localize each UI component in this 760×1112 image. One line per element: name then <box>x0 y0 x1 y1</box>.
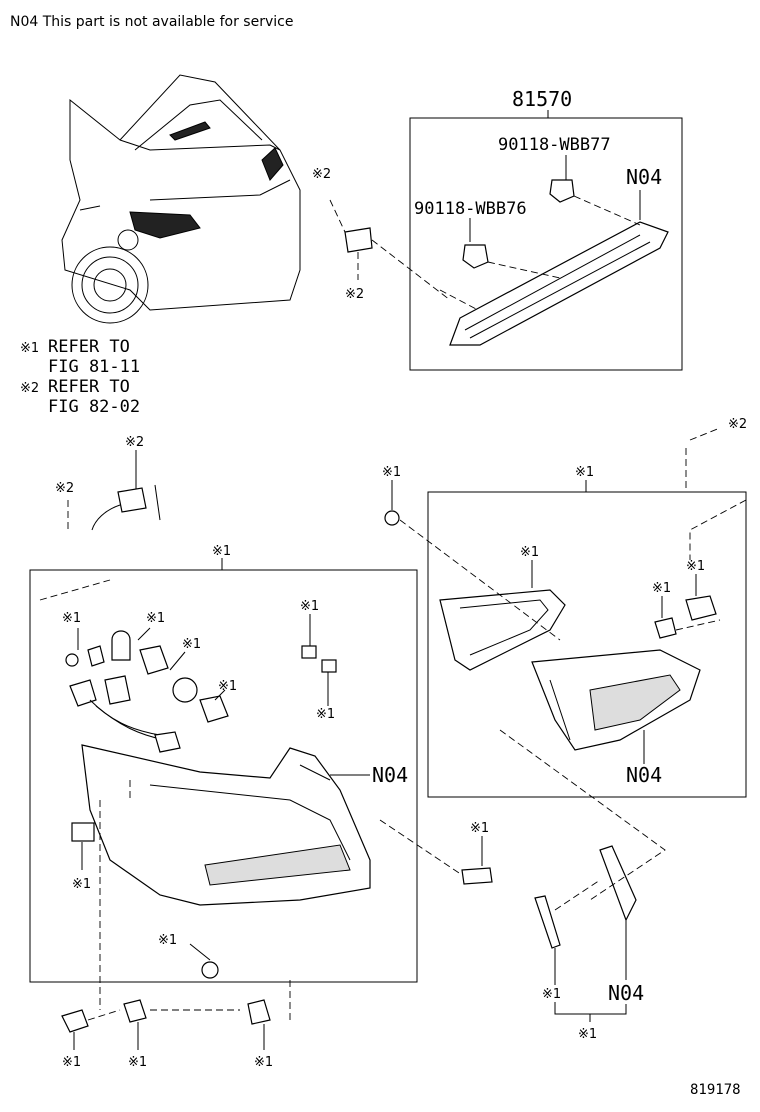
svg-text:FIG 82-02: FIG 82-02 <box>48 397 140 417</box>
ref-topright: ※1 ※2 <box>382 417 747 526</box>
svg-text:※1: ※1 <box>62 611 81 626</box>
header-note: N04 This part is not available for servi… <box>10 14 294 30</box>
svg-text:FIG 81-11: FIG 81-11 <box>48 357 140 377</box>
figure-number: 819178 <box>690 1082 741 1098</box>
label-81570: 81570 <box>512 87 572 111</box>
svg-text:※1: ※1 <box>158 933 177 948</box>
clip-wbb77 <box>549 179 575 203</box>
svg-text:※2: ※2 <box>345 287 364 302</box>
box-rear-combination-lamp: ※1 ※1 ※1 ※1 ※1 ※1 ※1 <box>29 544 418 1020</box>
svg-text:※1: ※1 <box>20 341 39 356</box>
svg-text:※1: ※1 <box>470 821 489 836</box>
connector-left-group: ※2 ※2 <box>55 435 161 531</box>
gasket-b <box>321 659 337 673</box>
box-81570: 81570 90118-WBB77 90118-WBB76 N04 ※2 ※2 <box>312 87 683 371</box>
svg-text:※2: ※2 <box>125 435 144 450</box>
svg-text:※1: ※1 <box>146 611 165 626</box>
svg-text:※1: ※1 <box>300 599 319 614</box>
svg-text:※1: ※1 <box>128 1055 147 1070</box>
svg-text:※1: ※1 <box>182 637 201 652</box>
svg-text:※2: ※2 <box>55 481 74 496</box>
svg-text:※1: ※1 <box>578 1027 597 1042</box>
box-rear-lamp-inner: ※1 ※1 ※1 ※1 N04 <box>399 465 747 798</box>
bottom-fasteners: ※1 ※1 ※1 <box>61 999 273 1070</box>
svg-text:※1: ※1 <box>72 877 91 892</box>
clip-wbb76 <box>462 244 489 269</box>
gasket-right <box>439 589 566 671</box>
side-marker-n04 <box>599 845 637 922</box>
pad-left <box>71 822 95 842</box>
label-n04-bottom: N04 <box>608 981 644 1005</box>
svg-text:※2: ※2 <box>20 381 39 396</box>
gasket-a <box>301 645 317 659</box>
connector-left <box>117 487 147 513</box>
wire-harness-sockets <box>65 627 229 753</box>
label-90118-wbb77: 90118-WBB77 <box>498 135 611 155</box>
nut-bottom <box>201 961 219 979</box>
side-marker-group: N04 ※1 ※1 <box>499 729 666 1042</box>
svg-text:※1: ※1 <box>542 987 561 1002</box>
svg-text:※1: ※1 <box>382 465 401 480</box>
label-n04-right: N04 <box>626 763 662 787</box>
svg-text:※1: ※1 <box>62 1055 81 1070</box>
svg-text:※1: ※1 <box>575 465 594 480</box>
bulb-right <box>654 617 677 639</box>
svg-text:REFER TO: REFER TO <box>48 337 130 357</box>
socket-right <box>685 595 717 621</box>
svg-text:※2: ※2 <box>728 417 747 432</box>
svg-text:※2: ※2 <box>312 167 331 182</box>
car-rear-illustration <box>61 74 301 324</box>
side-marker-cover <box>534 895 561 949</box>
label-n04-left: N04 <box>372 763 408 787</box>
label-90118-wbb76: 90118-WBB76 <box>414 199 527 219</box>
screw-middle-group: ※1 <box>379 819 493 885</box>
grommet-right <box>384 510 400 526</box>
svg-text:REFER TO: REFER TO <box>48 377 130 397</box>
svg-text:※1: ※1 <box>316 707 335 722</box>
svg-text:※1: ※1 <box>520 545 539 560</box>
svg-text:※1: ※1 <box>254 1055 273 1070</box>
label-n04-top: N04 <box>626 165 662 189</box>
svg-text:※1: ※1 <box>212 544 231 559</box>
high-mount-lamp-n04 <box>449 221 669 346</box>
svg-text:※1: ※1 <box>686 559 705 574</box>
legend: ※1 REFER TO FIG 81-11 ※2 REFER TO FIG 82… <box>20 337 140 417</box>
svg-text:※1: ※1 <box>652 581 671 596</box>
svg-text:※1: ※1 <box>218 679 237 694</box>
screw-middle <box>461 867 493 885</box>
connector-top <box>344 227 373 253</box>
